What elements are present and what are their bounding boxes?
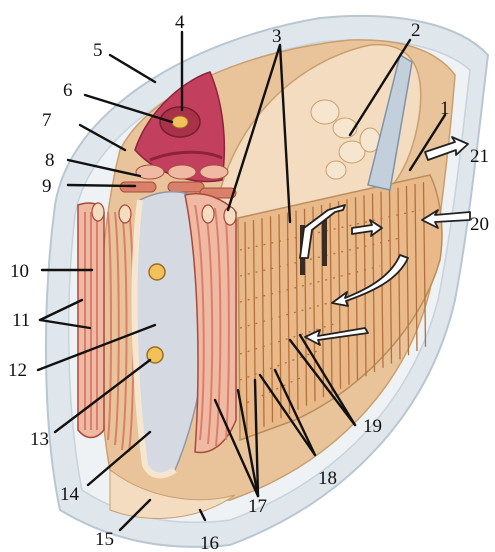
label-18: 18 bbox=[318, 468, 337, 489]
label-17: 17 bbox=[248, 496, 267, 517]
rectum-in-heart bbox=[172, 116, 188, 128]
label-16: 16 bbox=[200, 533, 219, 552]
label-8: 8 bbox=[45, 150, 55, 171]
label-21: 21 bbox=[470, 146, 489, 167]
label-6: 6 bbox=[63, 80, 73, 101]
label-15: 15 bbox=[95, 529, 114, 550]
label-20: 20 bbox=[470, 214, 489, 235]
label-14: 14 bbox=[60, 484, 80, 505]
label-10: 10 bbox=[10, 261, 29, 282]
label-4: 4 bbox=[175, 12, 185, 33]
label-7: 7 bbox=[42, 110, 52, 131]
label-1: 1 bbox=[440, 98, 450, 119]
label-19: 19 bbox=[363, 416, 382, 437]
branchial-vessels bbox=[136, 165, 228, 179]
foot-vessel-upper bbox=[149, 264, 165, 280]
label-5: 5 bbox=[93, 40, 103, 61]
label-13: 13 bbox=[30, 429, 49, 450]
label-11: 11 bbox=[12, 310, 30, 331]
label-12: 12 bbox=[8, 360, 27, 381]
label-3: 3 bbox=[272, 26, 282, 47]
label-2: 2 bbox=[411, 20, 421, 41]
label-9: 9 bbox=[42, 176, 52, 197]
